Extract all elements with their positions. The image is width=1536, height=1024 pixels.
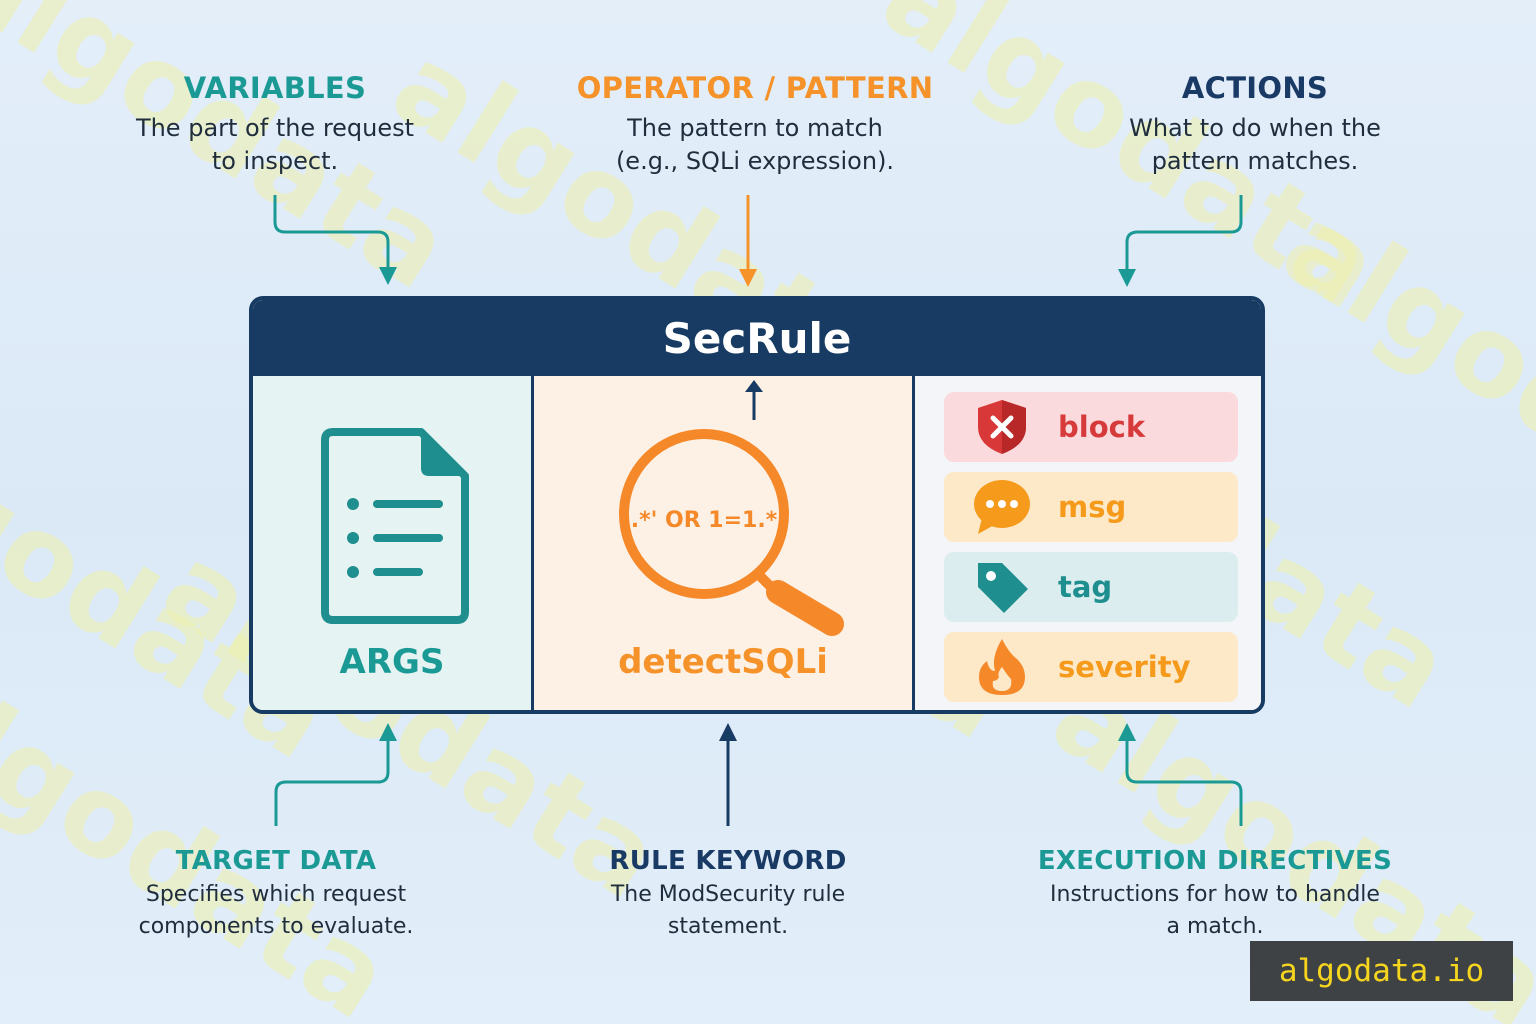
operator-description: The pattern to match (e.g., SQLi express…	[540, 112, 970, 178]
tag-icon	[970, 555, 1034, 619]
execution-desc-line: a match.	[1166, 914, 1264, 939]
actions-description: What to do when the pattern matches.	[1070, 112, 1440, 178]
target-description: Specifies which request components to ev…	[96, 879, 456, 943]
secrule-panels: ARGS .*' OR 1=1.* detectSQLi	[253, 376, 1261, 710]
actions-desc-line: pattern matches.	[1151, 147, 1359, 175]
operator-panel: .*' OR 1=1.* detectSQLi	[534, 376, 915, 710]
secrule-box: SecRule ARGS	[249, 296, 1265, 714]
actions-arrow	[1118, 195, 1243, 287]
up-arrow-icon	[745, 380, 763, 420]
target-arrow	[274, 723, 397, 826]
action-tag: tag	[944, 552, 1238, 622]
execution-callout: EXECUTION DIRECTIVES Instructions for ho…	[1020, 845, 1410, 943]
actions-desc-line: What to do when the	[1129, 114, 1381, 142]
action-block: block	[944, 392, 1238, 462]
operator-desc-line: (e.g., SQLi expression).	[615, 147, 895, 175]
execution-description: Instructions for how to handle a match.	[1020, 879, 1410, 943]
target-callout: TARGET DATA Specifies which request comp…	[96, 845, 456, 943]
target-desc-line: components to evaluate.	[138, 914, 414, 939]
magnifier-icon	[619, 429, 844, 636]
keyword-desc-line: statement.	[667, 914, 789, 939]
variables-desc-line: to inspect.	[211, 147, 339, 175]
action-msg: msg	[944, 472, 1238, 542]
actions-title: ACTIONS	[1181, 71, 1329, 105]
variables-description: The part of the request to inspect.	[95, 112, 455, 178]
execution-arrow	[1118, 723, 1243, 826]
target-title: TARGET DATA	[175, 846, 377, 876]
action-label: msg	[1058, 490, 1127, 524]
actions-panel: block msg	[915, 376, 1261, 710]
operator-title: OPERATOR / PATTERN	[576, 71, 934, 105]
flame-icon	[970, 635, 1034, 699]
shield-x-icon	[970, 395, 1034, 459]
target-desc-line: Specifies which request	[145, 882, 407, 907]
chat-bubble-icon	[970, 475, 1034, 539]
variables-title: VARIABLES	[183, 71, 367, 105]
operator-label: detectSQLi	[618, 642, 828, 682]
secrule-title: SecRule	[253, 300, 1261, 376]
document-icon	[321, 428, 469, 624]
keyword-title: RULE KEYWORD	[609, 846, 847, 876]
algodata-badge: algodata.io	[1250, 941, 1513, 1001]
pattern-text: .*' OR 1=1.*	[630, 508, 778, 533]
keyword-description: The ModSecurity rule statement.	[548, 879, 908, 943]
operator-desc-line: The pattern to match	[627, 114, 883, 142]
variables-desc-line: The part of the request	[135, 114, 415, 142]
keyword-desc-line: The ModSecurity rule	[610, 882, 846, 907]
action-label: severity	[1058, 650, 1191, 684]
variables-arrow	[273, 195, 397, 285]
action-label: block	[1058, 410, 1146, 444]
keyword-callout: RULE KEYWORD The ModSecurity rule statem…	[548, 845, 908, 943]
execution-desc-line: Instructions for how to handle	[1050, 882, 1380, 907]
operator-callout: OPERATOR / PATTERN The pattern to match …	[540, 70, 970, 178]
variables-callout: VARIABLES The part of the request to ins…	[95, 70, 455, 178]
variables-panel: ARGS	[253, 376, 534, 710]
action-label: tag	[1058, 570, 1113, 604]
args-label: ARGS	[339, 642, 445, 682]
actions-callout: ACTIONS What to do when the pattern matc…	[1070, 70, 1440, 178]
action-severity: severity	[944, 632, 1238, 702]
execution-title: EXECUTION DIRECTIVES	[1037, 846, 1393, 876]
